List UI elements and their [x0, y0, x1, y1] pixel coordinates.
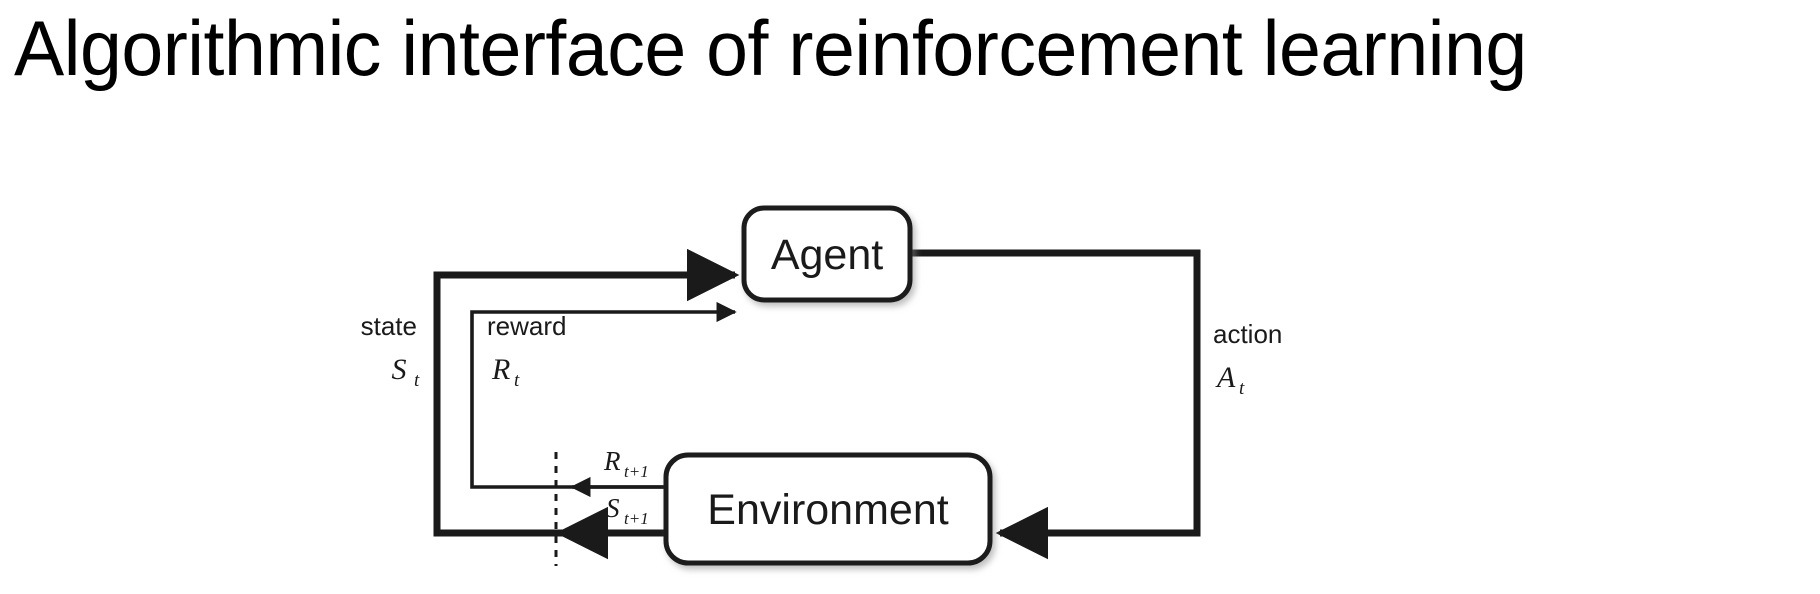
action-arrow-path — [908, 249, 1201, 560]
action-symbol-sub: t — [1239, 378, 1245, 399]
state-symbol-sub: t — [414, 370, 420, 391]
state-next-symbol-base: S — [606, 493, 620, 523]
reward-next-symbol-sub: t+1 — [624, 462, 649, 481]
page-title: Algorithmic interface of reinforcement l… — [14, 4, 1527, 92]
state-edge-label: state S t — [361, 311, 420, 391]
reward-next-label: R t+1 — [603, 446, 649, 481]
agent-label: Agent — [771, 231, 883, 279]
node-agent[interactable]: Agent — [741, 205, 913, 303]
action-symbol-base: A — [1215, 361, 1236, 394]
state-label-text: state — [361, 311, 417, 341]
state-next-label: S t+1 — [606, 493, 649, 528]
reward-symbol-sub: t — [514, 370, 520, 391]
environment-label: Environment — [707, 486, 948, 534]
reward-symbol-base: R — [491, 353, 510, 386]
edge-action — [908, 249, 1201, 560]
node-environment[interactable]: Environment — [663, 452, 993, 566]
reward-label-text: reward — [487, 311, 566, 341]
reward-next-symbol-base: R — [603, 446, 621, 476]
state-symbol-base: S — [392, 353, 407, 386]
reward-edge-label: reward R t — [487, 311, 566, 391]
action-edge-label: action A t — [1213, 319, 1282, 399]
action-label-text: action — [1213, 319, 1282, 349]
state-next-symbol-sub: t+1 — [624, 509, 649, 528]
agent-box[interactable] — [741, 205, 913, 303]
environment-box[interactable] — [663, 452, 993, 566]
